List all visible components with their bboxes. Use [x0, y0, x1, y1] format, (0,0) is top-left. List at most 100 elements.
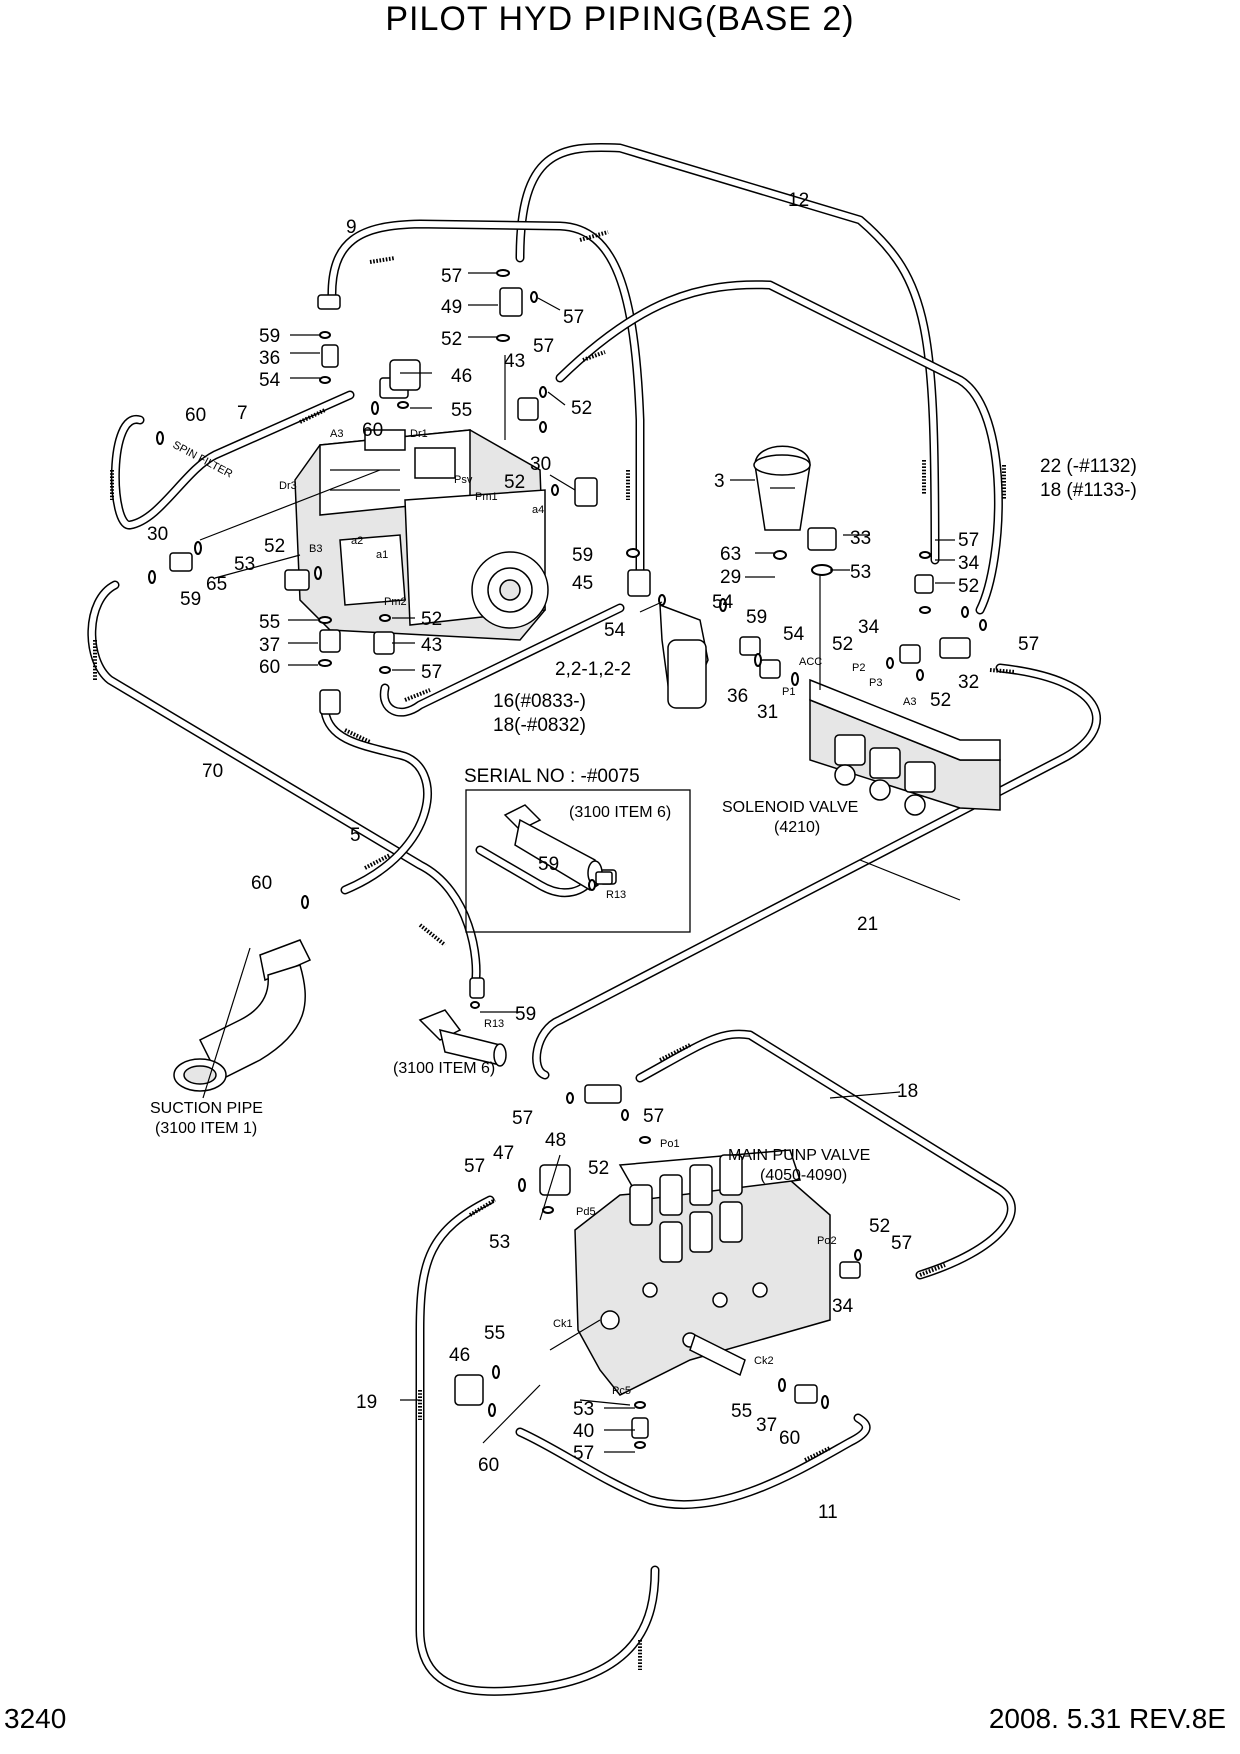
callout-53: 53: [850, 562, 871, 583]
callout-59: 59: [259, 326, 280, 347]
callout-43: 43: [504, 351, 525, 372]
callout-54: 54: [783, 624, 805, 645]
inset-labels: SERIAL NO : -#0075 (3100 ITEM 6) 59 R13: [464, 766, 671, 901]
port-po2: Po2: [817, 1235, 837, 1247]
callout-55: 55: [451, 400, 472, 421]
port-p2: P2: [852, 662, 865, 674]
callout-52: 52: [421, 609, 442, 630]
port-psv: Psv: [454, 474, 473, 486]
inset-callout-59: 59: [538, 854, 559, 875]
callout-52: 52: [832, 634, 853, 655]
callout-54: 54: [259, 370, 281, 391]
callout-60: 60: [185, 405, 206, 426]
port-pm2: Pm2: [384, 596, 407, 608]
callout-45: 45: [572, 573, 593, 594]
port-a3b: A3: [903, 696, 916, 708]
callout-57: 57: [958, 530, 979, 551]
callout-57: 57: [421, 662, 442, 683]
callout-29: 29: [720, 567, 741, 588]
callout-57: 57: [563, 307, 584, 328]
leader-lines: [199, 272, 961, 1453]
callout-18: 18(-#0832): [493, 715, 586, 736]
port-p1: P1: [782, 686, 795, 698]
port-ck1: Ck1: [553, 1318, 573, 1330]
callout-55: 55: [259, 612, 280, 633]
item6-note: (3100 ITEM 6): [393, 1060, 495, 1077]
port-acc: ACC: [799, 656, 822, 668]
callout-46: 46: [449, 1345, 470, 1366]
serial-header: SERIAL NO : -#0075: [464, 766, 640, 787]
main-pump-valve: [574, 1149, 831, 1396]
main-pump-valve-code: (4050-4090): [760, 1167, 847, 1184]
fittings: [169, 287, 971, 1439]
callout-52: 52: [930, 690, 951, 711]
callout-63: 63: [720, 544, 741, 565]
plug-33: [807, 527, 837, 551]
callout-3: 3: [714, 471, 725, 492]
callout-57: 57: [464, 1156, 485, 1177]
callout-33: 33: [850, 528, 871, 549]
accumulator-3: [753, 445, 811, 531]
port-b3: B3: [309, 543, 322, 555]
main-pump-valve-label: MAIN PUNP VALVE: [728, 1147, 870, 1164]
callout-52: 52: [441, 329, 462, 350]
item6-elbow: [418, 1009, 507, 1067]
callout-9: 9: [346, 217, 357, 238]
callout-12: 12: [788, 190, 809, 211]
port-p3: P3: [869, 677, 882, 689]
callout-57: 57: [643, 1106, 664, 1127]
callout-60: 60: [251, 873, 272, 894]
callout-59: 59: [572, 545, 593, 566]
callout-52: 52: [504, 472, 525, 493]
suction-pipe-label: SUCTION PIPE: [150, 1100, 263, 1117]
callout-53: 53: [489, 1232, 510, 1253]
callout-57: 57: [1018, 634, 1039, 655]
suction-pipe: [173, 939, 312, 1092]
callout-54: 54: [712, 592, 734, 613]
callout-60: 60: [478, 1455, 499, 1476]
callout-31: 31: [757, 702, 778, 723]
callout-40: 40: [573, 1421, 594, 1442]
callout-55: 55: [731, 1401, 752, 1422]
callout-37: 37: [756, 1415, 777, 1436]
callout-57: 57: [573, 1443, 594, 1464]
main-pump: [294, 429, 549, 641]
callout-30: 30: [147, 524, 168, 545]
page-title: PILOT HYD PIPING(BASE 2): [385, 0, 855, 38]
callout-16: 16(#0833-): [493, 691, 586, 712]
callout-34: 34: [858, 617, 880, 638]
callout-30: 30: [530, 454, 551, 475]
callout-34: 34: [832, 1296, 854, 1317]
port-a2: a2: [351, 535, 363, 547]
revision-date: 2008. 5.31 REV.8E: [988, 1703, 1226, 1734]
callout-47: 47: [493, 1143, 514, 1164]
callout-52: 52: [869, 1216, 890, 1237]
inset-port-r13: R13: [606, 889, 626, 901]
page-number: 3240: [4, 1703, 67, 1734]
port-r13: R13: [484, 1018, 504, 1030]
port-pc5: Pc5: [612, 1385, 631, 1397]
callout-65: 65: [206, 574, 227, 595]
suction-pipe-code: (3100 ITEM 1): [155, 1120, 257, 1137]
callout-60: 60: [362, 420, 383, 441]
port-a3: A3: [330, 428, 343, 440]
callout-57: 57: [441, 266, 462, 287]
callout-2: 2,2-1,2-2: [555, 659, 631, 680]
port-ck2: Ck2: [754, 1355, 774, 1367]
callout-7: 7: [237, 403, 248, 424]
callout-52: 52: [264, 536, 285, 557]
solenoid-valve: [809, 678, 1001, 816]
callout-52: 52: [958, 576, 979, 597]
port-pm1: Pm1: [475, 491, 498, 503]
callout-60: 60: [259, 657, 280, 678]
callout-36: 36: [727, 686, 748, 707]
callout-37: 37: [259, 635, 280, 656]
callout-22: 22 (-#1132): [1040, 456, 1137, 477]
callout-59: 59: [180, 589, 201, 610]
callout-18: 18: [897, 1081, 918, 1102]
callout-21: 21: [857, 914, 878, 935]
o-rings: [148, 269, 987, 1449]
callout-52: 52: [571, 398, 592, 419]
callout-70: 70: [202, 761, 223, 782]
callout-59: 59: [746, 607, 767, 628]
